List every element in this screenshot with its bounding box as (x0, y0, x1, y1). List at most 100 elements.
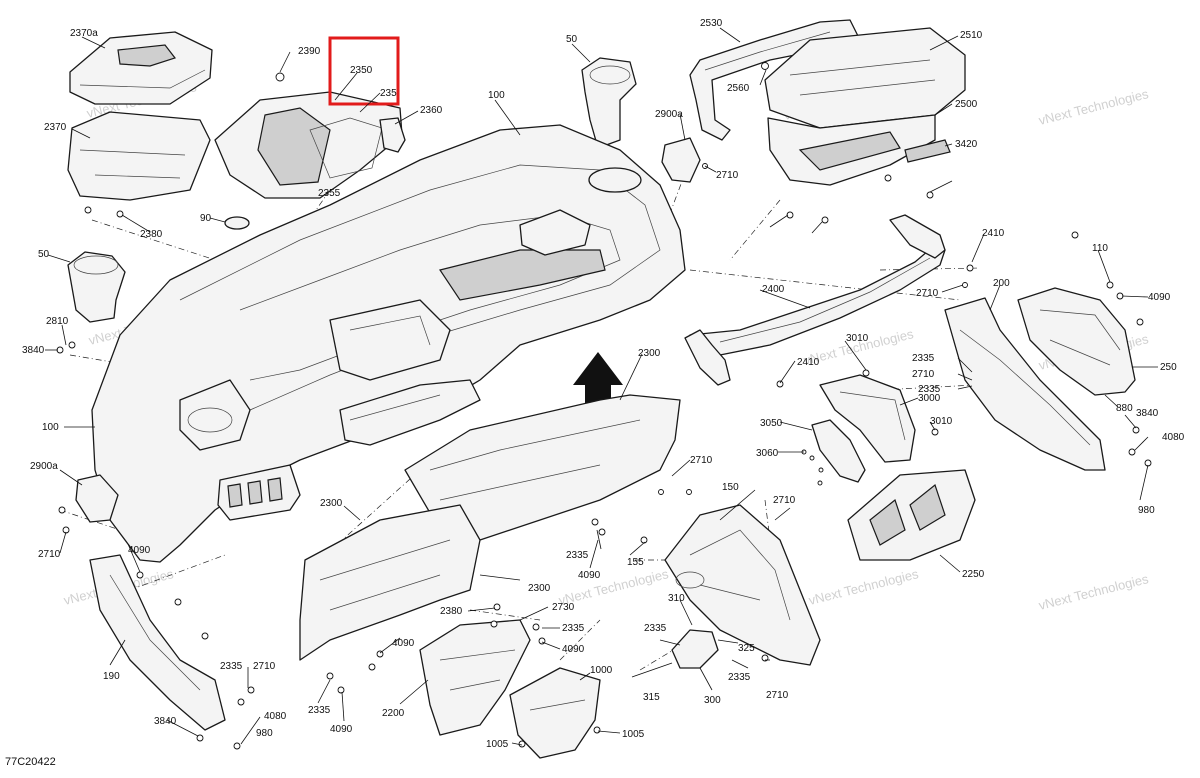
callout-300: 300 (704, 695, 721, 706)
callout-4090: 4090 (562, 644, 585, 655)
callout-1005: 1005 (622, 729, 645, 740)
callout-2900a: 2900a (655, 109, 683, 120)
callout-100: 100 (42, 422, 59, 433)
callout-50: 50 (566, 34, 578, 45)
part-2200-bin (419, 619, 531, 736)
callout-3840: 3840 (1136, 408, 1159, 419)
part-190-left-bracket (89, 554, 226, 731)
part-150-center-console (664, 504, 821, 666)
callout-3050: 3050 (760, 418, 783, 429)
callout-2335: 2335 (220, 661, 243, 672)
callout-2730: 2730 (552, 602, 575, 613)
callout-2370: 2370 (44, 122, 67, 133)
watermark: vNext Technologies (1037, 86, 1150, 128)
part-2900a-bracket-left (75, 474, 119, 523)
part-2510-glovebox-lid (764, 27, 966, 129)
part-2900a-bracket-top (661, 137, 708, 183)
callout-2710: 2710 (38, 549, 61, 560)
callout-90: 90 (200, 213, 212, 224)
callout-2390: 2390 (298, 46, 321, 57)
callout-3010: 3010 (846, 333, 869, 344)
callout-200: 200 (993, 278, 1010, 289)
callouts: 2370a 2370 2380 2390 2350 235 2360 2355 … (22, 18, 1185, 750)
callout-2900a: 2900a (30, 461, 58, 472)
callout-880: 880 (1116, 403, 1133, 414)
part-250-side-bracket (1017, 287, 1136, 396)
callout-2370a: 2370a (70, 28, 98, 39)
watermark: vNext Technologies (1037, 571, 1150, 613)
callout-2300: 2300 (638, 348, 661, 359)
callout-2500: 2500 (955, 99, 978, 110)
callout-4090: 4090 (392, 638, 415, 649)
callout-250: 250 (1160, 362, 1177, 373)
callout-2530: 2530 (700, 18, 723, 29)
callout-2710: 2710 (773, 495, 796, 506)
callout-2380: 2380 (440, 606, 463, 617)
callout-2710: 2710 (690, 455, 713, 466)
highlight-box-2350 (328, 36, 400, 106)
callout-2250: 2250 (962, 569, 985, 580)
callout-50: 50 (38, 249, 50, 260)
fasteners (56, 341, 824, 750)
callout-980: 980 (256, 728, 273, 739)
part-100-dashboard (91, 124, 686, 563)
leader-lines (45, 27, 1158, 746)
part-3420-strip (904, 139, 951, 163)
part-1000-bin (509, 667, 601, 759)
callout-3420: 3420 (955, 139, 978, 150)
part-2370a-lid (69, 31, 213, 105)
callout-2810: 2810 (46, 316, 69, 327)
callout-4090: 4090 (330, 724, 353, 735)
callout-3840: 3840 (22, 345, 45, 356)
part-2400-crossbar (684, 214, 946, 386)
callout-4090: 4090 (128, 545, 151, 556)
callout-2350: 2350 (350, 65, 373, 76)
part-50-cupholder-top (581, 57, 637, 149)
part-300-switch (671, 629, 719, 669)
callout-2335: 2335 (308, 705, 331, 716)
callout-2710: 2710 (253, 661, 276, 672)
part-200-side-panel (944, 297, 1106, 471)
callout-1005: 1005 (486, 739, 509, 750)
callout-315: 315 (643, 692, 660, 703)
callout-4080: 4080 (264, 711, 287, 722)
callout-2710: 2710 (716, 170, 739, 181)
callout-1000: 1000 (590, 665, 613, 676)
callout-310: 310 (668, 593, 685, 604)
part-3050-vent-frame (811, 419, 866, 483)
callout-980: 980 (1138, 505, 1155, 516)
callout-150: 150 (722, 482, 739, 493)
part-2250-vent-grille (847, 469, 976, 561)
part-2370-storage-bin (67, 111, 211, 218)
part-90-plug (224, 216, 250, 230)
callout-2300: 2300 (528, 583, 551, 594)
callout-4090: 4090 (578, 570, 601, 581)
callout-2335: 2335 (912, 353, 935, 364)
callout-2710: 2710 (766, 690, 789, 701)
callout-3010: 3010 (930, 416, 953, 427)
callout-325: 325 (738, 643, 755, 654)
callout-2410: 2410 (982, 228, 1005, 239)
part-50-cupholder-left (67, 251, 126, 323)
drawing-code: 77C20422 (5, 756, 56, 768)
callout-2710: 2710 (912, 369, 935, 380)
callout-2335: 2335 (566, 550, 589, 561)
callout-190: 190 (103, 671, 120, 682)
part-3000-air-duct (819, 374, 916, 463)
callout-3000: 3000 (918, 393, 941, 404)
callout-2335: 2335 (562, 623, 585, 634)
part-2300-tray-lower (299, 504, 481, 661)
callout-2410: 2410 (797, 357, 820, 368)
callout-2560: 2560 (727, 83, 750, 94)
callout-2510: 2510 (960, 30, 983, 41)
callout-4090: 4090 (1148, 292, 1171, 303)
callout-3060: 3060 (756, 448, 779, 459)
callout-2380: 2380 (140, 229, 163, 240)
callout-2200: 2200 (382, 708, 405, 719)
callout-110: 110 (1092, 243, 1108, 254)
callout-2400: 2400 (762, 284, 785, 295)
callout-2300: 2300 (320, 498, 343, 509)
callout-2335: 2335 (728, 672, 751, 683)
callout-3840: 3840 (154, 716, 177, 727)
